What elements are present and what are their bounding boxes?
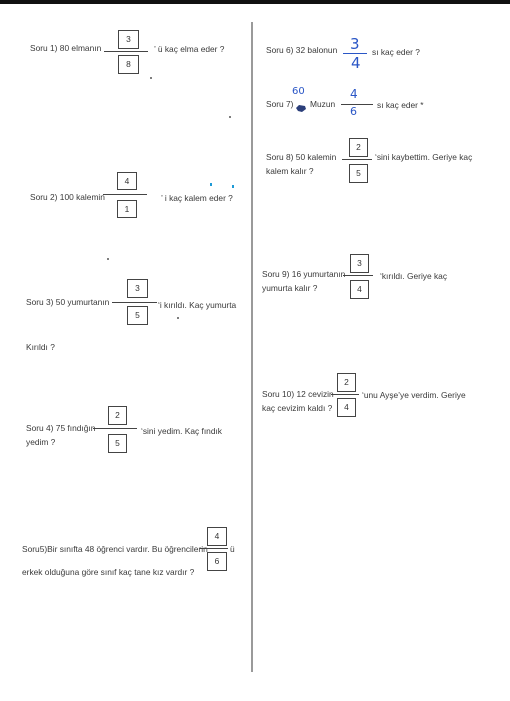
scan-speck (150, 77, 152, 79)
q3-text-line2: Kırıldı ? (26, 342, 55, 352)
q9-numerator-box: 3 (350, 254, 369, 273)
ink-blot-icon (296, 99, 306, 112)
q9-text-prefix: Soru 9) 16 yumurtanın (262, 269, 346, 279)
q5-denominator-box: 6 (207, 552, 227, 571)
q6-fraction-bar (343, 53, 367, 54)
scan-speck-blue (210, 183, 212, 186)
q2-numerator-box: 4 (117, 172, 137, 190)
q10-text-prefix-line2: kaç cevizim kaldı ? (262, 403, 333, 413)
scan-speck (229, 116, 231, 118)
q2-text-suffix: ’ i kaç kalem eder ? (161, 193, 233, 203)
q9-denominator-box: 4 (350, 280, 369, 299)
q7-handwritten-number: 60 (292, 86, 305, 97)
q1-text-suffix: ’ ü kaç elma eder ? (154, 44, 225, 54)
q4-denominator-box: 5 (108, 434, 127, 453)
q1-text-prefix: Soru 1) 80 elmanın (30, 43, 102, 53)
q2-fraction-bar (103, 194, 147, 195)
q6-text-suffix: sı kaç eder ? (372, 47, 420, 57)
q3-denominator-box: 5 (127, 306, 148, 325)
q10-fraction-bar (331, 394, 359, 395)
q5-numerator-box: 4 (207, 527, 227, 546)
scan-speck-blue (232, 185, 234, 188)
q10-denominator-box: 4 (337, 398, 356, 417)
q8-text-suffix: ‘sini kaybettim. Geriye kaç (375, 152, 473, 162)
q5-text-line2: erkek olduğuna göre sınıf kaç tane kız v… (22, 567, 195, 577)
scan-speck (177, 317, 179, 319)
q9-text-prefix-line2: yumurta kalır ? (262, 283, 318, 293)
q3-numerator-box: 3 (127, 279, 148, 298)
q3-fraction-bar (112, 302, 157, 303)
q7-text-word: Muzun (310, 99, 336, 109)
q6-handwritten-numerator: 3 (350, 35, 360, 53)
q7-handwritten-numerator: 4 (350, 87, 358, 101)
q2-denominator-box: 1 (117, 200, 137, 218)
q1-numerator-box: 3 (118, 30, 139, 49)
q4-text-suffix: ‘sini yedim. Kaç fındık (141, 426, 222, 436)
q10-numerator-box: 2 (337, 373, 356, 392)
q7-handwritten-denominator: 6 (350, 105, 357, 118)
q8-text-prefix: Soru 8) 50 kalemin (266, 152, 337, 162)
q8-numerator-box: 2 (349, 138, 368, 157)
q1-fraction-bar (104, 51, 148, 52)
q8-fraction-bar (342, 159, 372, 160)
q7-text-suffix: sı kaç eder * (377, 100, 424, 110)
q7-text-prefix: Soru 7) (266, 99, 294, 109)
q2-text-prefix: Soru 2) 100 kalemin (30, 192, 105, 202)
q4-numerator-box: 2 (108, 406, 127, 425)
scan-speck (107, 258, 109, 260)
column-divider (251, 22, 253, 672)
q5-text-suffix: ü (230, 544, 235, 554)
q6-handwritten-denominator: 4 (351, 54, 361, 72)
q10-text-prefix: Soru 10) 12 cevizin (262, 389, 334, 399)
q3-text-suffix: ‘i kırıldı. Kaç yumurta (158, 300, 237, 310)
q5-fraction-bar (200, 548, 228, 549)
q4-fraction-bar (93, 428, 137, 429)
q4-text-prefix: Soru 4) 75 fındığın (26, 423, 96, 433)
q3-text-prefix: Soru 3) 50 yumurtanın (26, 297, 110, 307)
q7-fraction-bar (341, 104, 373, 105)
q1-denominator-box: 8 (118, 55, 139, 74)
q5-text-prefix: Soru5)Bir sınıfta 48 öğrenci vardır. Bu … (22, 544, 208, 554)
q10-text-suffix: ‘unu Ayşe’ye verdim. Geriye (362, 390, 466, 400)
q8-denominator-box: 5 (349, 164, 368, 183)
q9-text-suffix: ‘kırıldı. Geriye kaç (380, 271, 448, 281)
q6-text-prefix: Soru 6) 32 balonun (266, 45, 338, 55)
q9-fraction-bar (343, 275, 373, 276)
q8-text-prefix-line2: kalem kalır ? (266, 166, 314, 176)
scan-top-edge (0, 0, 510, 4)
q4-text-prefix-line2: yedim ? (26, 437, 56, 447)
